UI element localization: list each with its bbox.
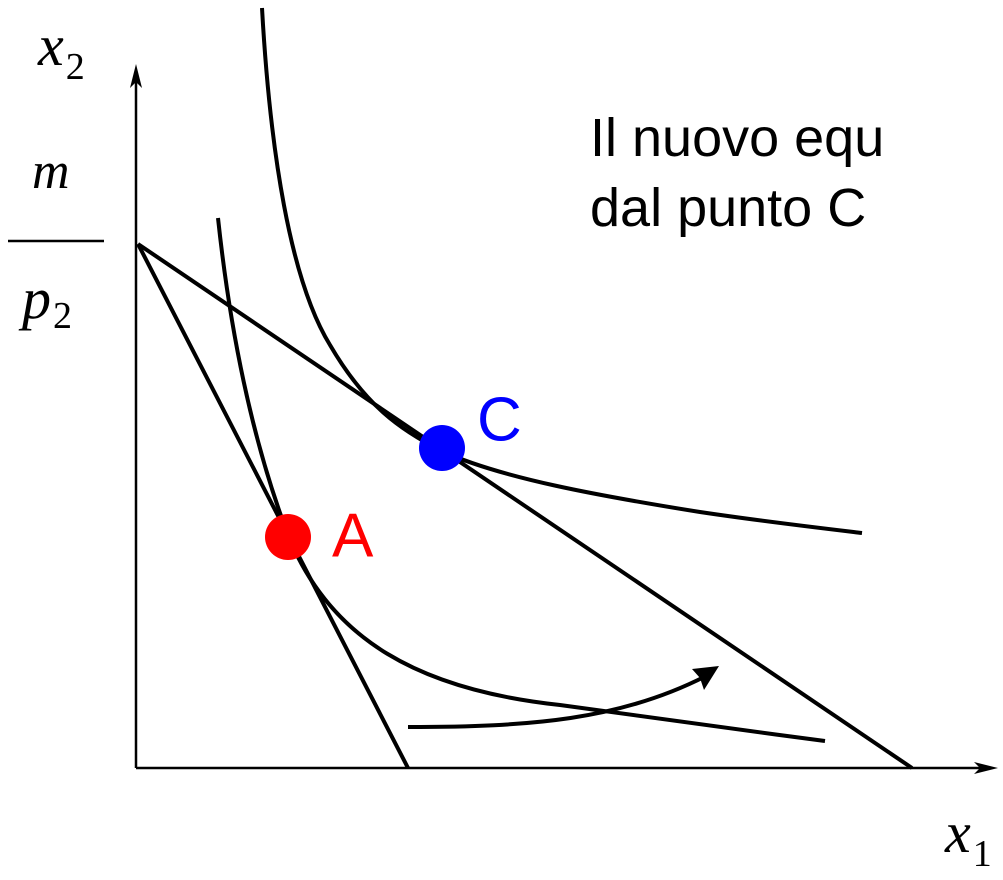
movement-arrow [407,674,707,729]
budget-line-new [136,242,914,770]
movement-arrowhead-icon [692,666,719,690]
y-intercept-numerator: m [32,143,70,200]
budget-line-original [136,243,410,769]
indifference-curve-low [216,217,826,743]
point-c-label: C [477,385,522,454]
x-axis-arrow-icon [974,762,998,774]
y-axis-arrow-icon [130,64,142,88]
y-axis-label: x2 [37,13,85,88]
x-axis-label: x1 [944,800,992,875]
y-intercept-denominator: p2 [18,266,72,337]
point-a-label: A [332,501,374,570]
point-c [419,425,465,471]
caption-line-1: Il nuovo equ [590,108,884,168]
caption-line-2: dal punto C [590,178,866,238]
point-a [265,514,311,560]
indifference-curve-high [260,7,863,535]
